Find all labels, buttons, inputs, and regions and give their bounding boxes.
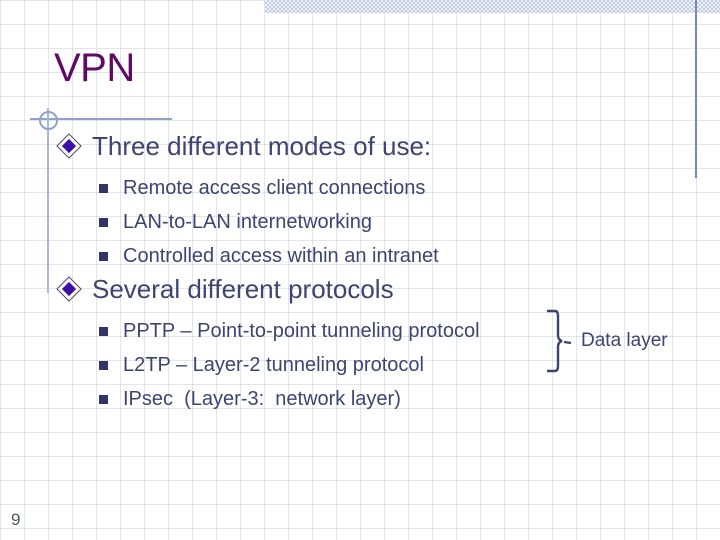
list-item-text: LAN-to-LAN internetworking [123, 210, 372, 233]
title-underline-decor [30, 118, 172, 120]
list-item-l2tp: L2TP – Layer-2 tunneling protocol [99, 353, 424, 377]
heading-text: Three different modes of use: [92, 130, 432, 161]
list-item-text: Controlled access within an intranet [123, 244, 439, 267]
left-guide-line-decor [47, 108, 49, 293]
list-item-text: PPTP – Point-to-point tunneling protocol [123, 319, 480, 342]
bullet-heading-protocols: Several different protocols [56, 273, 394, 305]
right-accent-line [695, 0, 697, 178]
list-item-controlled-access: Controlled access within an intranet [99, 244, 439, 268]
slide-title: VPN [54, 46, 135, 90]
square-bullet-icon [99, 217, 108, 227]
list-item-remote-access: Remote access client connections [99, 176, 425, 200]
list-item-text: IPsec (Layer-3: network layer) [123, 387, 401, 410]
list-item-ipsec: IPsec (Layer-3: network layer) [99, 387, 401, 411]
diamond-bullet-icon [56, 133, 82, 159]
list-item-lan-to-lan: LAN-to-LAN internetworking [99, 210, 372, 234]
right-brace-icon [545, 308, 575, 374]
list-item-text: Remote access client connections [123, 176, 426, 199]
top-accent-bar [265, 0, 720, 13]
list-item-text: L2TP – Layer-2 tunneling protocol [123, 353, 424, 376]
compass-circle-icon [39, 111, 58, 130]
square-bullet-icon [99, 326, 108, 336]
square-bullet-icon [99, 251, 108, 261]
square-bullet-icon [99, 183, 108, 193]
diamond-bullet-icon [56, 276, 82, 302]
bullet-heading-modes: Three different modes of use: [56, 130, 431, 162]
data-layer-label: Data layer [581, 330, 668, 351]
page-number: 9 [11, 510, 21, 529]
square-bullet-icon [99, 360, 108, 370]
list-item-pptp: PPTP – Point-to-point tunneling protocol [99, 319, 480, 343]
square-bullet-icon [99, 394, 108, 404]
heading-text: Several different protocols [92, 273, 394, 304]
